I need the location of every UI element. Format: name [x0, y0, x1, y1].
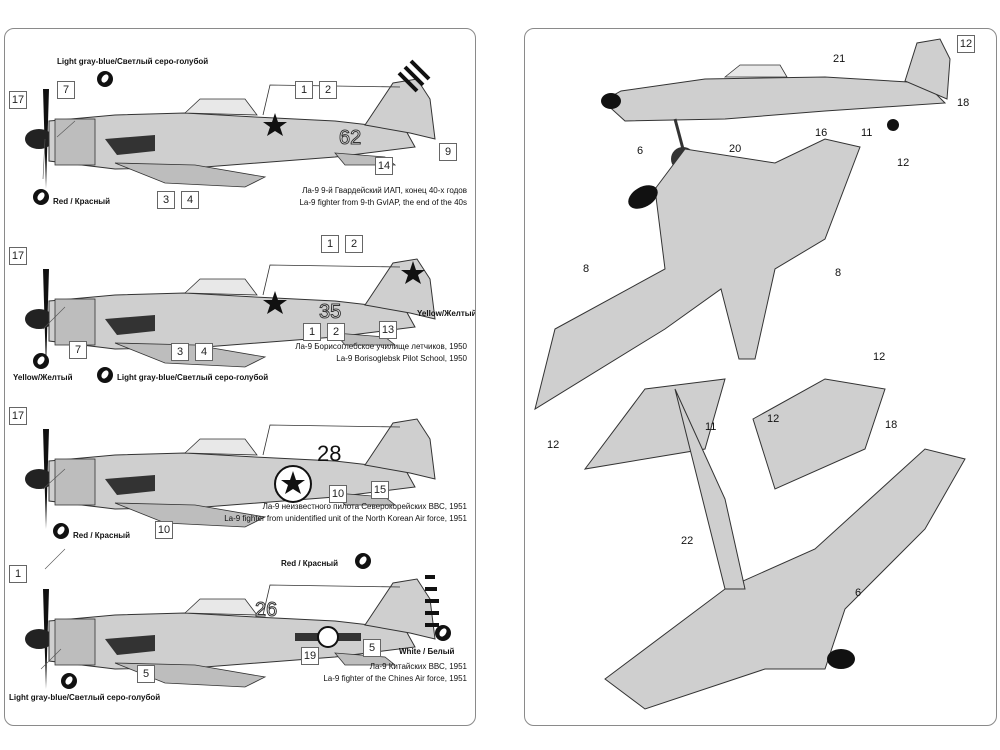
callout-label: 12 [873, 351, 886, 363]
callout-label: 22 [681, 535, 694, 547]
callout: 2 [327, 323, 345, 341]
color-label-red: Red / Красный [73, 531, 131, 540]
callout: 12 [957, 35, 975, 53]
callout-label: 12 [767, 413, 780, 425]
paint-drop-icon [435, 625, 451, 641]
callout: 7 [57, 81, 75, 99]
callout-label: 20 [729, 143, 742, 155]
aircraft-plan-views [534, 38, 966, 710]
paint-drop-icon [33, 353, 49, 369]
callout-label: 12 [547, 439, 560, 451]
callout: 19 [301, 647, 319, 665]
callout: 15 [371, 481, 389, 499]
color-label-light-gray-blue: Light gray-blue/Светлый серо-голубой [117, 373, 269, 382]
paint-drop-icon [355, 553, 371, 569]
callout: 2 [345, 235, 363, 253]
left-profiles-panel: Light gray-blue/Светлый серо-голубой 62 … [4, 28, 476, 726]
callout-label: 8 [583, 263, 590, 275]
callout: 14 [375, 157, 393, 175]
profile-caption: Ла-9 9-й Гвардейский ИАП, конец 40-х год… [299, 186, 467, 207]
callout-label: 8 [835, 267, 842, 279]
color-label-red: Red / Красный [53, 197, 111, 206]
callout: 13 [379, 321, 397, 339]
paint-drop-icon [53, 523, 69, 539]
callout: 3 [171, 343, 189, 361]
profile-caption: Ла-9 неизвестного пилота Северокорейских… [224, 502, 467, 523]
color-label-white: White / Белый [399, 647, 455, 656]
callout-label: 6 [637, 145, 644, 157]
callout: 2 [319, 81, 337, 99]
aircraft-profiles-drawing [24, 59, 439, 690]
callout: 10 [155, 521, 173, 539]
callout-label: 11 [705, 421, 717, 433]
callout: 17 [9, 407, 27, 425]
color-label-red: Red / Красный [281, 559, 339, 568]
callout: 17 [9, 91, 27, 109]
callout-label: 18 [957, 97, 970, 109]
paint-drop-icon [33, 189, 49, 205]
callout: 1 [303, 323, 321, 341]
callout-label: 16 [815, 127, 828, 139]
callout: 4 [181, 191, 199, 209]
paint-drop-icon [61, 673, 77, 689]
callout: 5 [137, 665, 155, 683]
paint-drop-icon [97, 367, 113, 383]
right-views-panel: 12 21 18 16 11 6 20 12 8 8 12 12 11 18 2… [524, 28, 997, 726]
tail-number: 62 [338, 127, 362, 150]
callout: 1 [321, 235, 339, 253]
callout: 7 [69, 341, 87, 359]
callout-label: 11 [861, 127, 873, 139]
callout: 9 [439, 143, 457, 161]
color-label-light-gray-blue: Light gray-blue/Светлый серо-голубой [9, 693, 161, 702]
color-label-yellow: Yellow/Желтый [13, 373, 73, 382]
callout-label: 21 [833, 53, 846, 65]
tail-number: 26 [254, 599, 278, 622]
callout: 1 [9, 565, 27, 583]
callout-label: 12 [897, 157, 910, 169]
callout: 5 [363, 639, 381, 657]
callout: 1 [295, 81, 313, 99]
callout-label: 18 [885, 419, 898, 431]
paint-drop-icon [97, 71, 113, 87]
profile-caption: Ла-9 Борисоглебское училище летчиков, 19… [295, 342, 467, 363]
tail-number: 28 [317, 441, 342, 466]
color-label-light-gray-blue: Light gray-blue/Светлый серо-голубой [57, 57, 209, 66]
callout: 3 [157, 191, 175, 209]
callout: 10 [329, 485, 347, 503]
callout: 17 [9, 247, 27, 265]
tail-number: 35 [318, 301, 342, 324]
callout-label: 6 [855, 587, 862, 599]
color-label-yellow: Yellow/Желтый [417, 309, 476, 318]
callout: 4 [195, 343, 213, 361]
